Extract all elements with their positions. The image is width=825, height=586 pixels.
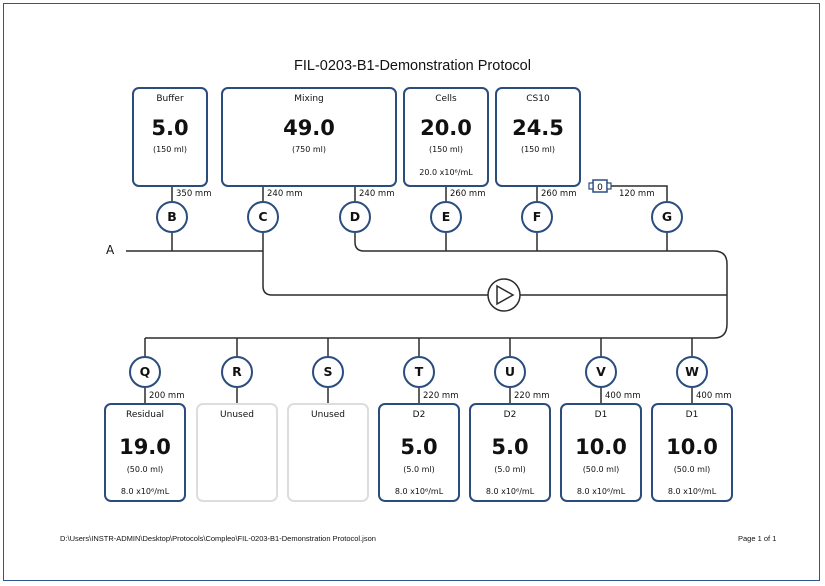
tubing-length: 200 mm — [149, 391, 185, 401]
container-unused-s[interactable]: Unused — [287, 403, 369, 502]
container-buffer[interactable]: Buffer 5.0 (150 ml) — [132, 87, 208, 187]
container-name: D2 — [503, 410, 517, 420]
valve-f[interactable]: F — [521, 201, 553, 233]
container-concentration: 8.0 x10⁶/mL — [120, 487, 170, 496]
container-volume: (50.0 ml) — [673, 465, 711, 474]
container-value: 49.0 — [283, 116, 335, 140]
container-d2-t[interactable]: D2 5.0 (5.0 ml) 8.0 x10⁶/mL — [378, 403, 460, 502]
container-name: D2 — [412, 410, 426, 420]
container-d1-v[interactable]: D1 10.0 (50.0 ml) 8.0 x10⁶/mL — [560, 403, 642, 502]
valve-t[interactable]: T — [403, 356, 435, 388]
tubing-length: 400 mm — [605, 391, 641, 401]
container-concentration: 8.0 x10⁶/mL — [667, 487, 717, 496]
container-volume: (750 ml) — [291, 145, 327, 154]
valve-g[interactable]: G — [651, 201, 683, 233]
container-value: 5.0 — [400, 435, 438, 459]
filter-label: 0 — [597, 183, 603, 193]
container-name: Unused — [311, 410, 345, 420]
page-number: Page 1 of 1 — [738, 534, 777, 543]
valve-w[interactable]: W — [676, 356, 708, 388]
tubing-length: 240 mm — [267, 189, 303, 199]
valve-s[interactable]: S — [312, 356, 344, 388]
container-concentration: 8.0 x10⁶/mL — [576, 487, 626, 496]
filter-icon: 0 — [588, 179, 612, 193]
valve-c[interactable]: C — [247, 201, 279, 233]
container-d1-w[interactable]: D1 10.0 (50.0 ml) 8.0 x10⁶/mL — [651, 403, 733, 502]
container-unused-r[interactable]: Unused — [196, 403, 278, 502]
container-concentration: 8.0 x10⁶/mL — [394, 487, 444, 496]
tubing-length: 260 mm — [450, 189, 486, 199]
container-value: 20.0 — [420, 116, 472, 140]
container-name: Cells — [435, 94, 457, 104]
tubing-length: 220 mm — [423, 391, 459, 401]
container-mixing[interactable]: Mixing 49.0 (750 ml) — [221, 87, 397, 187]
container-value: 5.0 — [491, 435, 529, 459]
container-value: 10.0 — [575, 435, 627, 459]
container-value: 24.5 — [512, 116, 564, 140]
valve-v[interactable]: V — [585, 356, 617, 388]
file-path: D:\Users\INSTR-ADMIN\Desktop\Protocols\C… — [60, 534, 376, 543]
tubing-length: 240 mm — [359, 189, 395, 199]
pump-icon — [487, 278, 521, 312]
tubing-length: 260 mm — [541, 189, 577, 199]
container-d2-u[interactable]: D2 5.0 (5.0 ml) 8.0 x10⁶/mL — [469, 403, 551, 502]
valve-q[interactable]: Q — [129, 356, 161, 388]
container-cs10[interactable]: CS10 24.5 (150 ml) — [495, 87, 581, 187]
container-name: Mixing — [294, 94, 324, 104]
container-name: Unused — [220, 410, 254, 420]
container-volume: (5.0 ml) — [494, 465, 526, 474]
container-volume: (5.0 ml) — [403, 465, 435, 474]
container-name: Residual — [125, 410, 164, 420]
container-name: D1 — [685, 410, 699, 420]
container-concentration: 20.0 x10⁶/mL — [419, 168, 473, 177]
container-volume: (50.0 ml) — [126, 465, 164, 474]
tubing-length: 350 mm — [176, 189, 212, 199]
container-volume: (150 ml) — [520, 145, 556, 154]
container-name: Buffer — [156, 94, 184, 104]
container-concentration: 8.0 x10⁶/mL — [485, 487, 535, 496]
container-residual[interactable]: Residual 19.0 (50.0 ml) 8.0 x10⁶/mL — [104, 403, 186, 502]
inlet-label: A — [106, 243, 115, 257]
tubing-length: 120 mm — [619, 189, 655, 199]
container-value: 5.0 — [151, 116, 189, 140]
container-volume: (150 ml) — [152, 145, 188, 154]
container-cells[interactable]: Cells 20.0 (150 ml) 20.0 x10⁶/mL — [403, 87, 489, 187]
container-name: CS10 — [526, 94, 550, 104]
container-name: D1 — [594, 410, 608, 420]
valve-r[interactable]: R — [221, 356, 253, 388]
valve-b[interactable]: B — [156, 201, 188, 233]
container-volume: (50.0 ml) — [582, 465, 620, 474]
valve-u[interactable]: U — [494, 356, 526, 388]
protocol-title: FIL-0203-B1-Demonstration Protocol — [294, 58, 531, 74]
container-value: 19.0 — [119, 435, 171, 459]
valve-e[interactable]: E — [430, 201, 462, 233]
container-value: 10.0 — [666, 435, 718, 459]
tubing-length: 400 mm — [696, 391, 732, 401]
container-volume: (150 ml) — [428, 145, 464, 154]
valve-d[interactable]: D — [339, 201, 371, 233]
tubing-length: 220 mm — [514, 391, 550, 401]
